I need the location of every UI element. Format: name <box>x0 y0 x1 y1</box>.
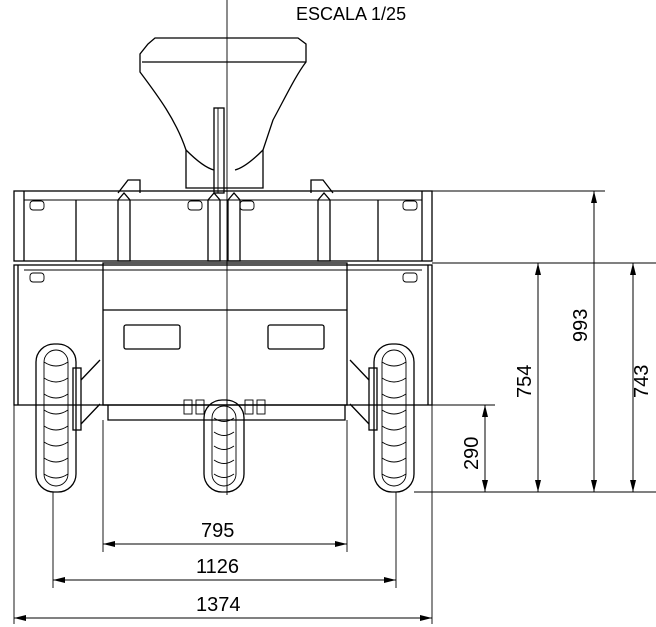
lower-frame <box>13 264 433 406</box>
seat-assembly <box>117 37 334 194</box>
extension-lines-right <box>414 190 656 493</box>
dim-743-label: 743 <box>631 365 653 398</box>
dim-754-label: 754 <box>514 365 536 398</box>
dimension-wheel-track: 1126 <box>52 492 397 588</box>
central-body <box>102 262 348 421</box>
upper-frame <box>13 190 433 262</box>
dim-795-label: 795 <box>201 520 234 542</box>
dimension-overall-width: 1374 <box>13 405 433 624</box>
left-wheel <box>35 343 101 493</box>
dim-1374-label: 1374 <box>196 594 241 616</box>
dim-290-label: 290 <box>461 437 483 470</box>
center-wheel <box>203 399 245 493</box>
scale-label: ESCALA 1/25 <box>296 4 406 24</box>
dim-993-label: 993 <box>570 309 592 342</box>
dimension-overall-height: 993 <box>570 191 597 492</box>
dim-1126-label: 1126 <box>196 556 239 578</box>
dimension-mid-height: 754 <box>514 263 541 492</box>
dimension-side-height: 743 <box>630 263 653 492</box>
right-wheel <box>349 343 415 493</box>
dimension-inner-width: 795 <box>102 420 348 552</box>
dimension-lower-height: 290 <box>461 405 488 492</box>
